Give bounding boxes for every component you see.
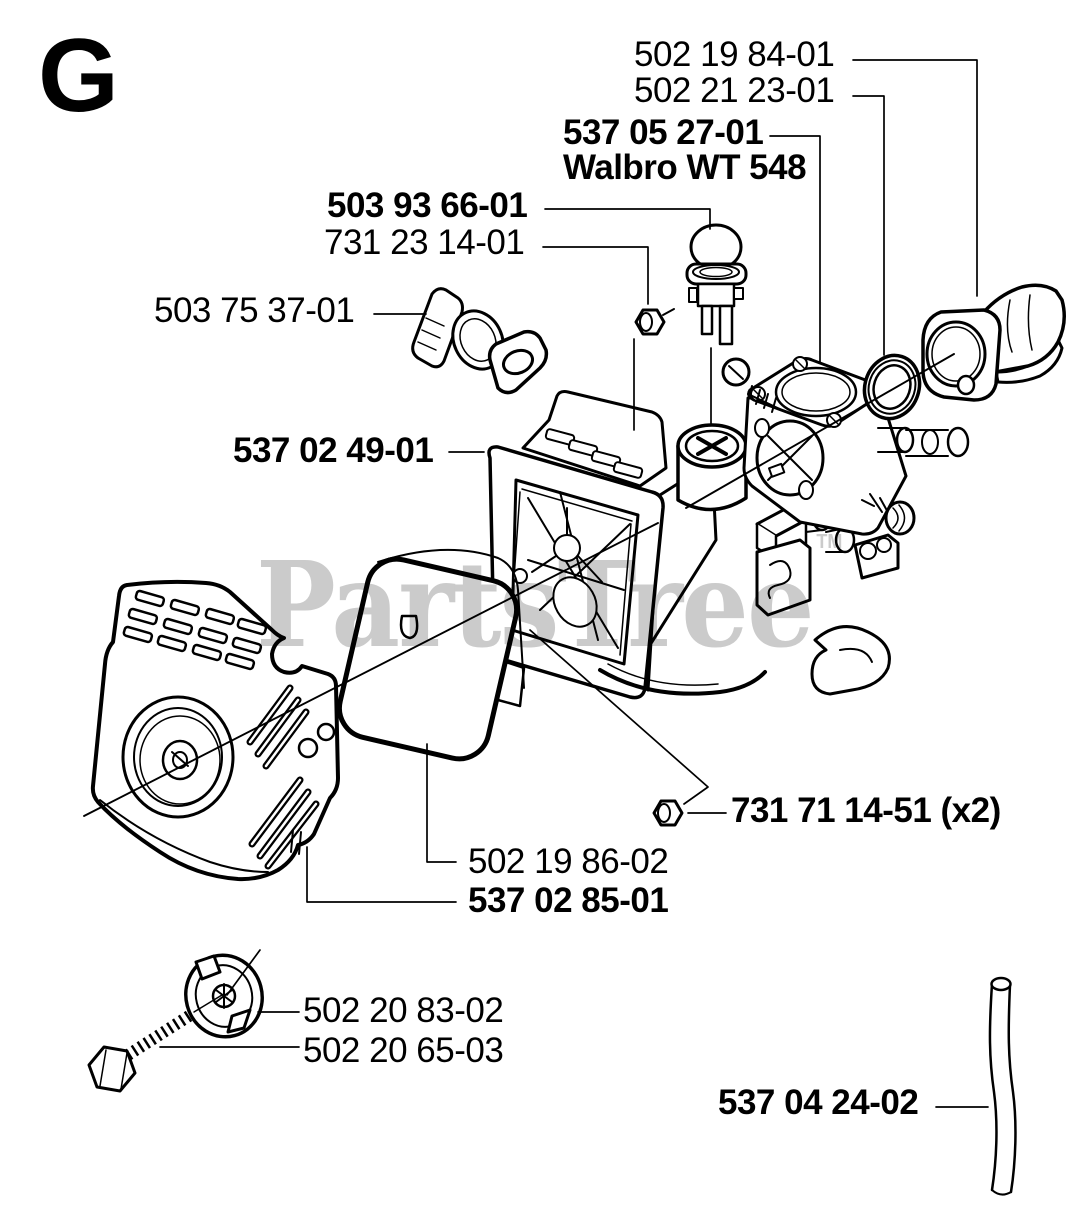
part-label-502-21-23-01: 502 21 23-01 — [634, 71, 835, 110]
air-filter-cover-drawing — [90, 579, 340, 882]
part-label-502-19-84-01: 502 19 84-01 — [634, 35, 835, 74]
upper-nut-drawing — [634, 308, 675, 336]
air-filter-housing-drawing — [487, 390, 900, 708]
part-label-731-23-14-01: 731 23 14-01 — [324, 223, 525, 262]
part-label-503-93-66-01: 503 93 66-01 — [327, 186, 528, 225]
filter-knob-drawing — [184, 953, 264, 1039]
watermark-text: PartsTree — [256, 535, 815, 674]
locknut-drawing — [652, 799, 684, 827]
part-label-walbro-model: Walbro WT 548 — [563, 148, 807, 187]
part-label-502-20-83-02: 502 20 83-02 — [303, 991, 504, 1030]
air-filter-drawing — [336, 548, 525, 762]
leader-lines — [83, 59, 989, 1108]
part-label-537-02-85-01: 537 02 85-01 — [468, 881, 669, 920]
intake-manifold-drawing — [921, 283, 1066, 402]
section-letter: G — [38, 18, 119, 134]
part-label-537-02-49-01: 537 02 49-01 — [233, 431, 434, 470]
part-label-537-04-24-02: 537 04 24-02 — [718, 1083, 919, 1122]
part-label-731-71-14-51: 731 71 14-51 (x2) — [731, 791, 1001, 830]
part-label-503-75-37-01: 503 75 37-01 — [154, 291, 355, 330]
trademark-symbol: TM — [816, 530, 843, 553]
carburetor-drawing — [721, 356, 970, 536]
part-label-537-05-27-01: 537 05 27-01 — [563, 113, 764, 152]
primer-bulb-drawing — [685, 223, 748, 346]
part-label-502-20-65-03: 502 20 65-03 — [303, 1031, 504, 1070]
part-label-502-19-86-02: 502 19 86-02 — [468, 842, 669, 881]
seal-ring-drawing — [862, 353, 922, 421]
fuel-line-drawing — [988, 976, 1017, 1196]
choke-lever-drawing — [411, 287, 549, 395]
cover-screw-drawing — [87, 949, 261, 1093]
